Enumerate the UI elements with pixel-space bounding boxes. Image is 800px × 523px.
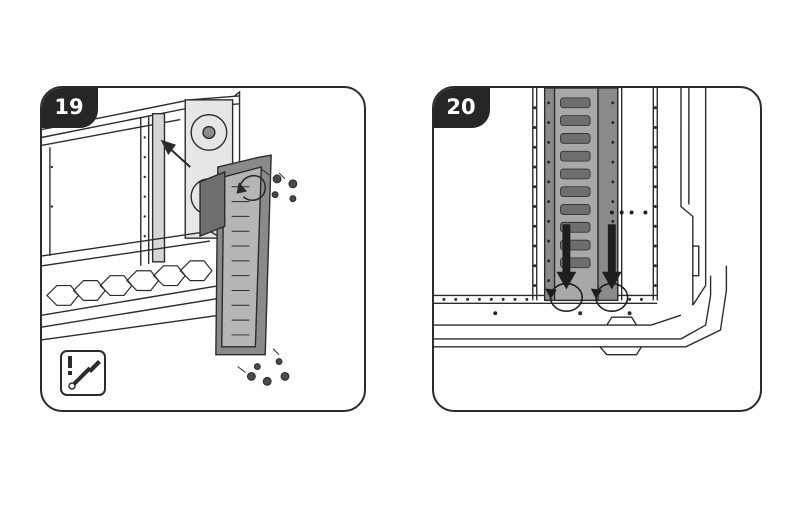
rotate-screw-icon [545, 282, 583, 313]
screws-bottom [237, 348, 290, 386]
step-20-illustration [434, 88, 728, 356]
screws-top [260, 168, 298, 203]
cable-bracket [543, 88, 619, 302]
step-number-badge: 19 [42, 88, 98, 128]
rotate-screw-icon [590, 282, 629, 313]
step-20-panel: 20 [432, 86, 762, 412]
screwdriver-warning-icon [60, 350, 106, 396]
down-arrow-icon [556, 224, 577, 290]
dotted-guide [609, 210, 648, 215]
mounting-bracket [199, 154, 272, 356]
step-19-panel: 19 [40, 86, 366, 412]
down-arrow-icon [601, 224, 622, 290]
rotate-arrow-icon [236, 174, 267, 201]
step-number-badge: 20 [434, 88, 490, 128]
step-19-illustration [42, 90, 298, 386]
insert-arrow-icon [160, 139, 191, 168]
